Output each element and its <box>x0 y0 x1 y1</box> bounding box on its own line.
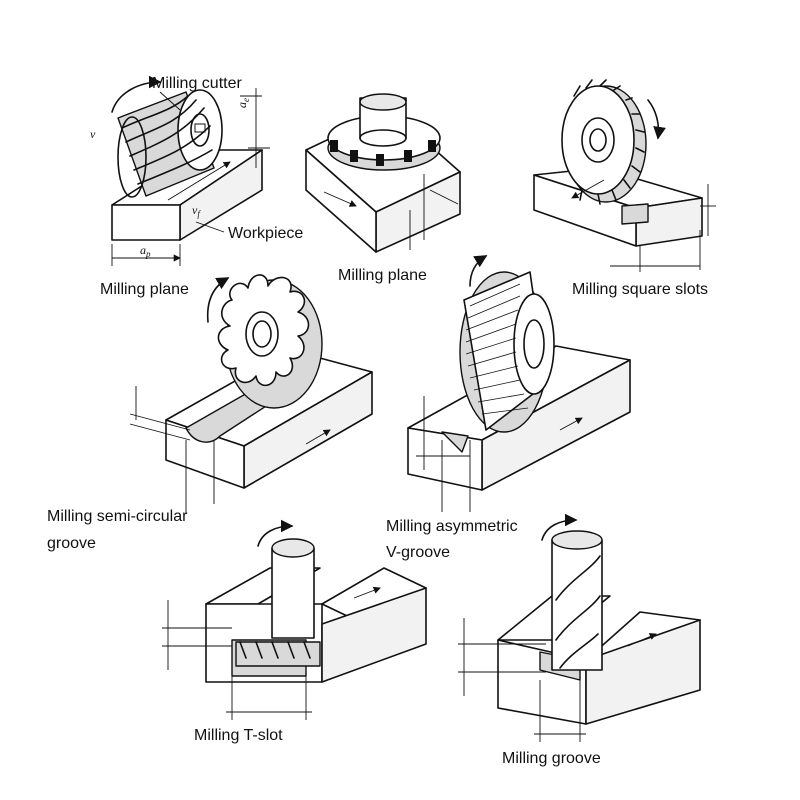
rotation-arrow-3 <box>647 99 666 140</box>
feed-arrow-1 <box>167 161 231 201</box>
rotation-arrow <box>111 75 162 113</box>
label-milling-plane-2: Milling plane <box>338 267 427 284</box>
fig-milling-t-slot <box>162 519 427 720</box>
symbol-width-of-cut: ap <box>140 243 151 259</box>
symbol-feed-speed: vf <box>192 203 201 219</box>
feed-arrow-2 <box>323 191 357 207</box>
label-milling-square-slots: Milling square slots <box>572 281 709 298</box>
rotation-arrow-6 <box>257 519 294 547</box>
angle-milling-cutter <box>459 271 555 433</box>
fig-milling-square-slots <box>533 79 716 272</box>
label-milling-semicircular-groove-2: groove <box>47 535 96 552</box>
label-workpiece: Workpiece <box>228 225 304 242</box>
face-milling-cutter <box>327 93 441 171</box>
t-slot-cutter <box>235 538 321 667</box>
fig-milling-asymmetric-v-groove <box>407 255 631 512</box>
end-milling-cutter <box>551 530 603 671</box>
label-milling-groove: Milling groove <box>502 750 601 767</box>
rotation-arrow-4 <box>206 277 230 323</box>
fig-milling-plane-cylindrical: v vf ae ap <box>90 75 270 266</box>
fig-milling-groove <box>458 513 701 742</box>
label-milling-t-slot: Milling T-slot <box>194 727 283 744</box>
fig-milling-semicircular-groove <box>129 274 373 514</box>
leader-workpiece <box>195 221 225 233</box>
disc-milling-cutter-1 <box>561 79 647 205</box>
symbol-depth-of-cut: ae <box>235 98 251 108</box>
label-milling-cutter: Milling cutter <box>152 75 242 92</box>
rotation-arrow-7 <box>541 513 578 541</box>
fig-milling-plane-face <box>305 93 461 253</box>
label-milling-plane-1: Milling plane <box>100 281 189 298</box>
label-milling-semicircular-groove-1: Milling semi-circular <box>47 508 188 525</box>
label-milling-asymmetric-v-groove-1: Milling asymmetric <box>386 518 518 535</box>
rotation-arrow-5 <box>469 255 488 287</box>
symbol-cutting-speed: v <box>90 127 96 141</box>
leader-milling-cutter <box>159 91 181 111</box>
label-milling-asymmetric-v-groove-2: V-groove <box>386 544 451 561</box>
helical-milling-cutter <box>117 89 223 198</box>
convex-milling-cutter <box>217 274 323 409</box>
